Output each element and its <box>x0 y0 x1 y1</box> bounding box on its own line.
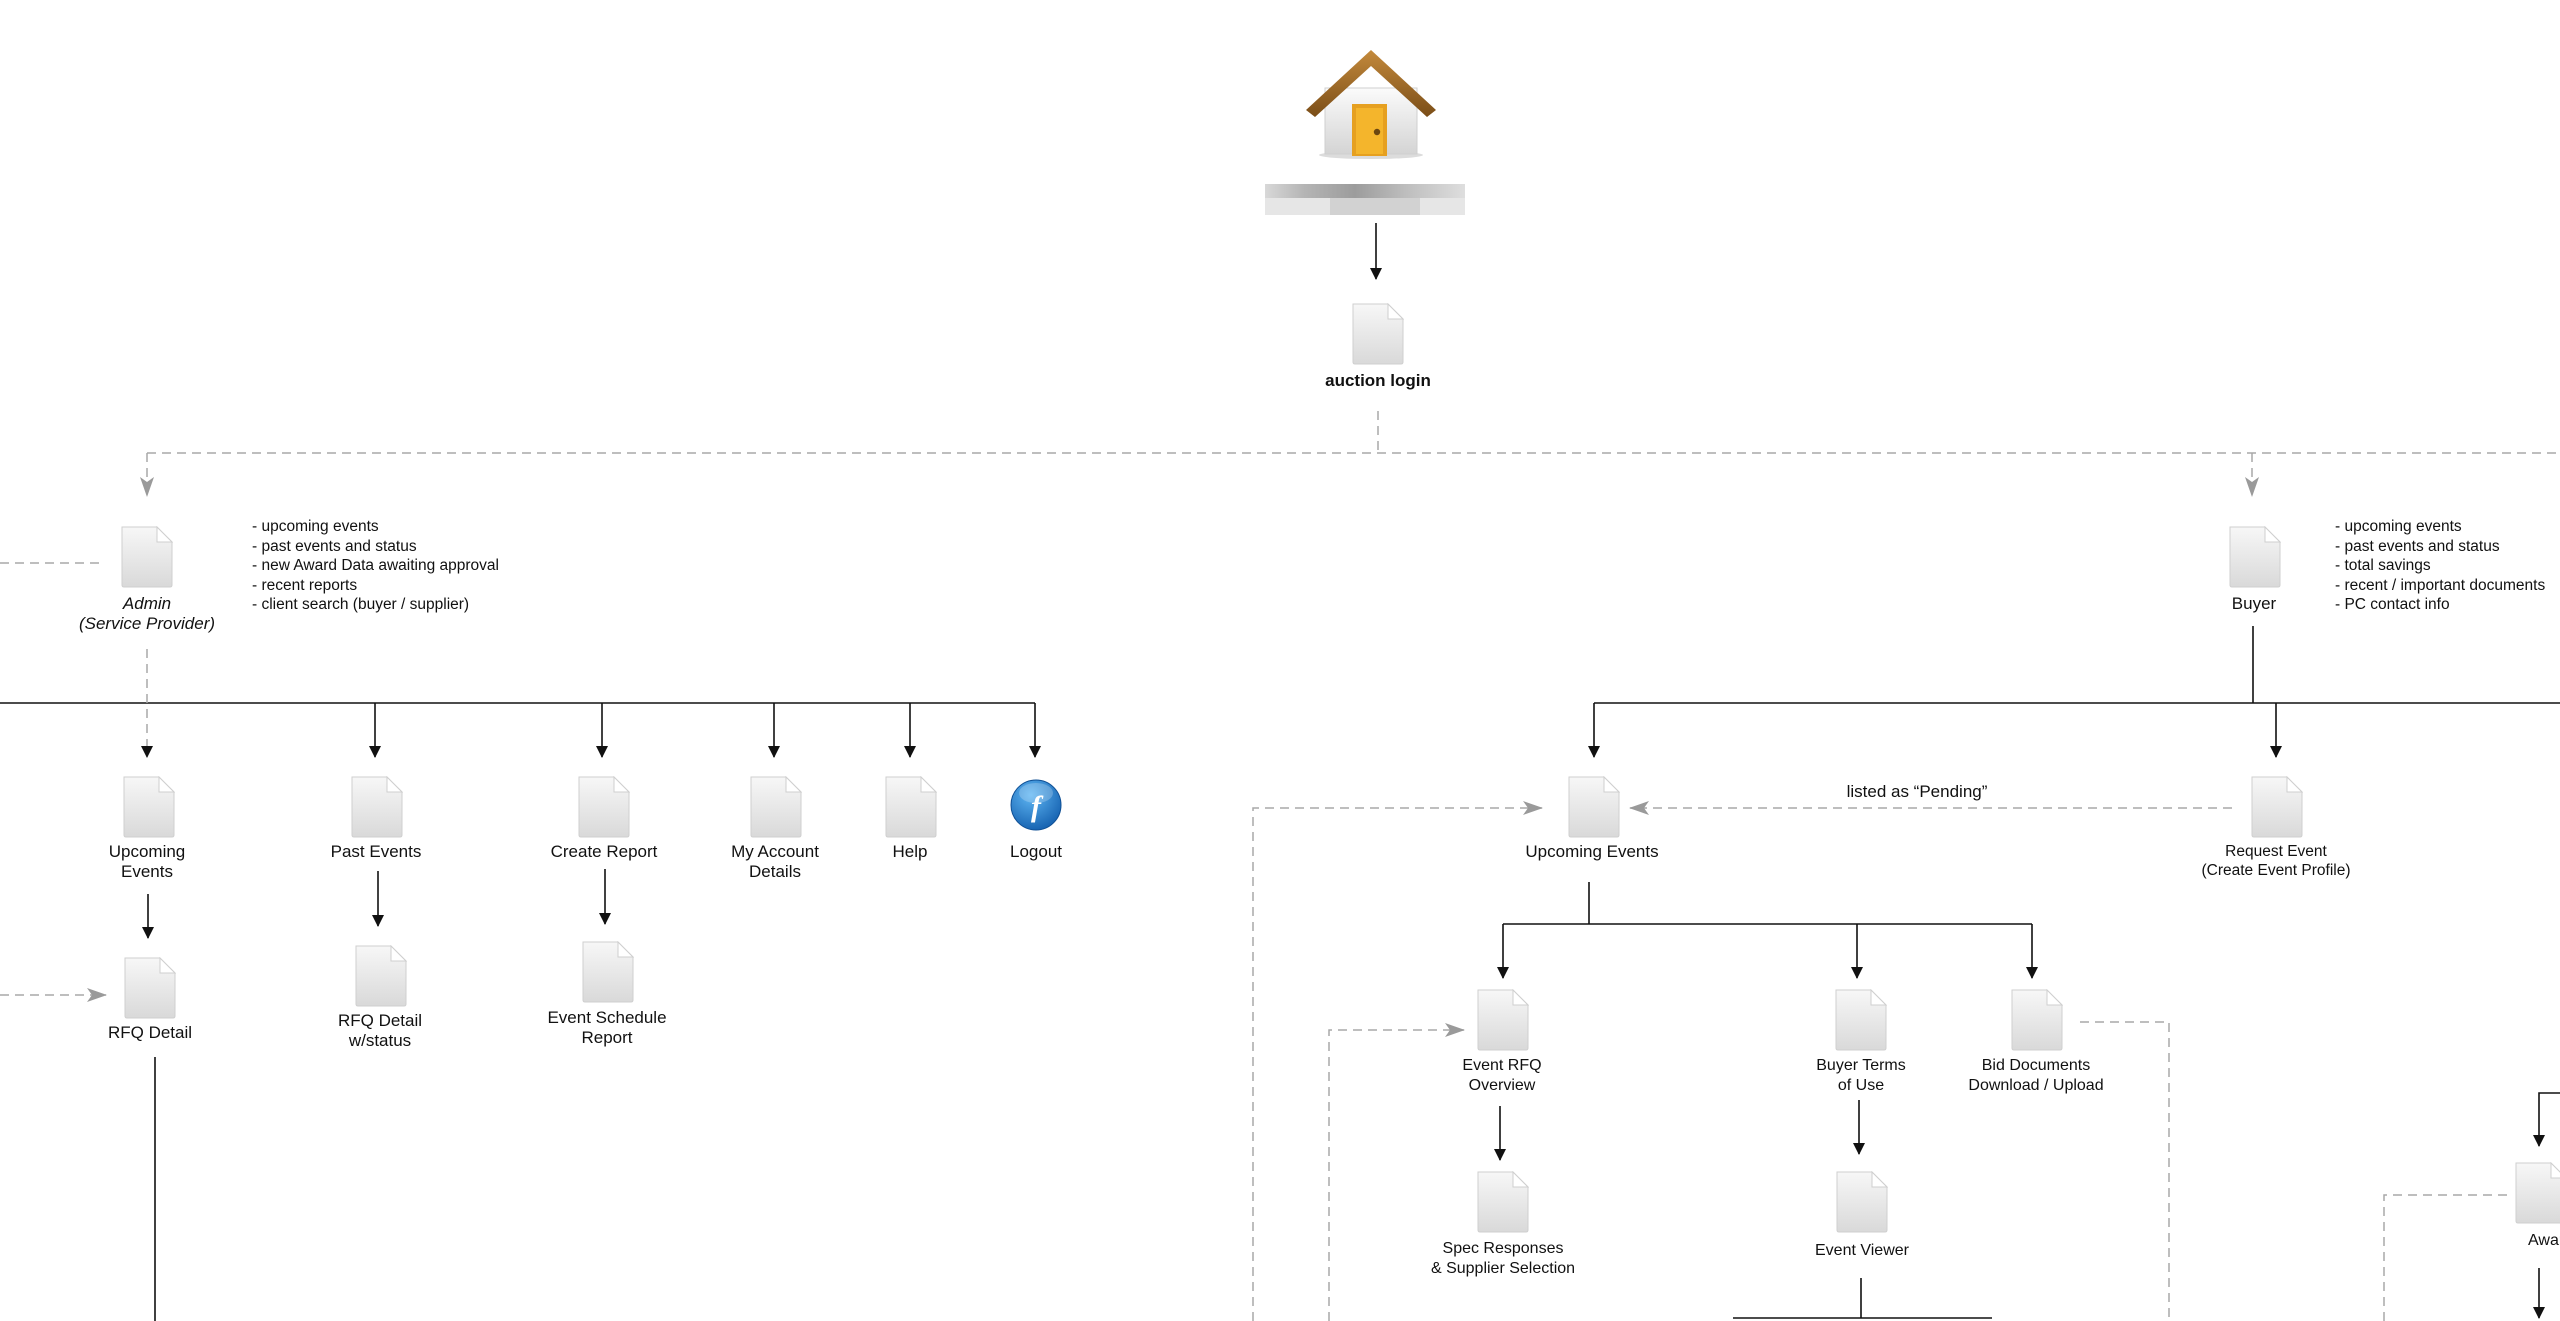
page-icon-past-events <box>351 776 403 838</box>
node-admin-help[interactable]: Help <box>893 842 928 862</box>
node-label: Upcoming <box>108 842 186 861</box>
page-icon-buyer <box>2229 526 2281 588</box>
note-line: - PC contact info <box>2335 596 2450 613</box>
node-label: Bid Documents <box>1981 1057 2091 1074</box>
dashed-bid-docs-out <box>2080 1021 2170 1321</box>
note-line: - past events and status <box>252 537 417 555</box>
dashed-loop-upcoming <box>1252 801 1543 1321</box>
node-label: Logout <box>1010 842 1062 861</box>
house-icon <box>1306 50 1436 159</box>
node-label: Create Report <box>550 842 658 861</box>
svg-text:f: f <box>1031 790 1044 823</box>
node-buyer-award-partial[interactable]: Award Cor <box>2528 1231 2560 1251</box>
note-line: - client search (buyer / supplier) <box>252 596 470 613</box>
node-label: My Account <box>731 842 819 861</box>
note-line: - total savings <box>2335 557 2431 574</box>
node-buyer-request-event[interactable]: Request Event (Create Event Profile) <box>2201 842 2350 880</box>
node-admin-create-report[interactable]: Create Report <box>551 842 658 862</box>
node-buyer-event-rfq-overview[interactable]: Event RFQ Overview <box>1462 1056 1541 1096</box>
node-label: Upcoming Events <box>1525 842 1659 861</box>
node-label: Admin <box>122 594 172 613</box>
page-icon-event-rfq <box>1477 989 1529 1051</box>
node-buyer[interactable]: Buyer <box>2232 594 2276 614</box>
admin-notes: - upcoming events - past events and stat… <box>252 517 499 615</box>
node-label: Spec Responses <box>1442 1240 1564 1257</box>
node-label: Buyer Terms <box>1816 1057 1906 1074</box>
dashed-loop-event-rfq <box>1328 1023 1465 1321</box>
page-icon-request-event <box>2251 776 2303 838</box>
node-admin-my-account[interactable]: My Account Details <box>731 842 819 882</box>
page-icon-event-viewer <box>1836 1171 1888 1233</box>
node-label: RFQ Detail <box>337 1011 423 1030</box>
node-label: Buyer <box>2231 594 2277 613</box>
node-label: Award Cor <box>2528 1232 2560 1249</box>
page-icon-award-partial <box>2515 1162 2560 1224</box>
note-line: - past events and status <box>2335 537 2500 555</box>
node-buyer-terms-of-use[interactable]: Buyer Terms of Use <box>1816 1056 1906 1096</box>
site-name-redacted <box>1265 184 1465 215</box>
node-admin-past-events[interactable]: Past Events <box>331 842 422 862</box>
node-label-sub: Report <box>581 1028 633 1047</box>
page-icon-buyer-upcoming <box>1568 776 1620 838</box>
node-admin-logout[interactable]: Logout <box>1010 842 1062 862</box>
page-icon-admin-upcoming <box>123 776 175 838</box>
node-label: Event Schedule <box>547 1008 667 1027</box>
node-admin-event-schedule-report[interactable]: Event Schedule Report <box>547 1008 666 1048</box>
node-buyer-spec-responses[interactable]: Spec Responses & Supplier Selection <box>1431 1239 1575 1279</box>
node-admin[interactable]: Admin (Service Provider) <box>79 594 215 634</box>
node-label-sub: of Use <box>1837 1077 1885 1094</box>
node-label-sub: & Supplier Selection <box>1430 1260 1576 1277</box>
page-icon-my-account <box>750 776 802 838</box>
note-line: - recent reports <box>252 576 358 594</box>
node-label-sub: w/status <box>348 1031 412 1050</box>
node-auction-login[interactable]: auction login <box>1325 371 1431 391</box>
node-label: Past Events <box>330 842 422 861</box>
node-admin-rfq-detail-status[interactable]: RFQ Detail w/status <box>338 1011 422 1051</box>
page-icon-help <box>885 776 937 838</box>
note-line: - upcoming events <box>2335 518 2462 535</box>
node-label: Event Viewer <box>1815 1242 1909 1259</box>
node-admin-rfq-detail[interactable]: RFQ Detail <box>108 1023 192 1043</box>
node-label-sub: Download / Upload <box>1968 1077 2104 1094</box>
logout-icon: f <box>1010 779 1062 831</box>
page-icon-rfq-detail <box>124 957 176 1019</box>
note-line: - new Award Data awaiting approval <box>252 557 499 574</box>
note-line: - upcoming events <box>252 518 379 535</box>
page-icon-create-report <box>578 776 630 838</box>
buyer-notes: - upcoming events - past events and stat… <box>2335 517 2545 615</box>
page-icon-auction-login <box>1352 303 1404 365</box>
node-label-sub: (Service Provider) <box>78 614 216 633</box>
node-label-sub: Details <box>749 862 801 881</box>
page-icon-spec-responses <box>1477 1171 1529 1233</box>
page-icon-rfq-detail-status <box>355 945 407 1007</box>
node-label: Request Event <box>2225 843 2327 860</box>
node-label: auction login <box>1325 371 1431 390</box>
node-label: Event RFQ <box>1462 1057 1542 1074</box>
node-admin-upcoming-events[interactable]: Upcoming Events <box>109 842 186 882</box>
page-icon-bid-documents <box>2011 989 2063 1051</box>
edge-label-pending: listed as “Pending” <box>1846 782 1988 801</box>
page-icon-event-schedule <box>582 941 634 1003</box>
node-buyer-event-viewer[interactable]: Event Viewer <box>1815 1241 1909 1261</box>
node-buyer-bid-documents[interactable]: Bid Documents Download / Upload <box>1968 1056 2103 1096</box>
node-buyer-upcoming-events[interactable]: Upcoming Events <box>1525 842 1658 862</box>
node-label: Help <box>892 842 928 861</box>
note-line: - recent / important documents <box>2335 576 2546 594</box>
page-icon-admin <box>121 526 173 588</box>
node-label-sub: Overview <box>1468 1077 1536 1094</box>
node-label-sub: Events <box>121 862 173 881</box>
dashed-award-loop <box>2383 1194 2513 1321</box>
page-icon-buyer-terms <box>1835 989 1887 1051</box>
node-label: RFQ Detail <box>107 1023 193 1042</box>
node-label-sub: (Create Event Profile) <box>2201 862 2351 879</box>
